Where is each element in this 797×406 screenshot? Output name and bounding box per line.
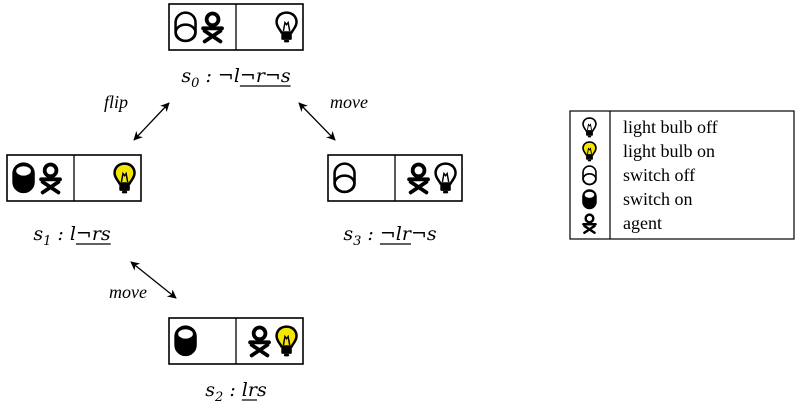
edge-arrow — [133, 102, 170, 141]
switch-on-icon — [582, 189, 597, 210]
switch-off-icon — [333, 162, 356, 194]
legend-label: switch off — [623, 165, 695, 185]
state-separator: : — [51, 223, 69, 245]
state-separator: : — [223, 379, 241, 401]
switch-on-icon — [174, 325, 197, 357]
state-name: s — [205, 379, 215, 401]
state-label-s0: s0 : ¬l¬r¬s — [181, 65, 290, 91]
legend-row: switch off — [582, 165, 695, 186]
edge-s0-s1: flip — [104, 92, 170, 141]
bulb-on-icon — [275, 325, 298, 357]
edge-label: move — [109, 282, 147, 302]
state-name: s — [343, 223, 353, 245]
label-after: s — [257, 379, 267, 401]
agent-icon — [248, 325, 271, 358]
state-index: 1 — [43, 234, 51, 249]
state-s1: s1 : l¬rs — [6, 154, 142, 249]
state-index: 0 — [191, 76, 199, 91]
legend-label: agent — [623, 213, 662, 233]
legend-row: light bulb off — [582, 117, 718, 138]
agent-icon — [201, 11, 224, 44]
bulb-off-icon — [275, 11, 298, 43]
edge-label: move — [330, 92, 368, 112]
label-underlined: lr — [242, 379, 259, 401]
label-plain: ¬l — [218, 65, 240, 87]
state-s2: s2 : lrs — [168, 317, 304, 405]
state-name: s — [181, 65, 191, 87]
state-index: 3 — [353, 234, 361, 249]
legend-label: light bulb off — [623, 117, 718, 137]
legend-label: light bulb on — [623, 141, 715, 161]
label-underlined: ¬rs — [76, 223, 111, 245]
bulb-off-icon — [434, 162, 457, 194]
state-separator: : — [361, 223, 379, 245]
bulb-on-icon — [582, 141, 597, 162]
edge-label: flip — [104, 92, 128, 112]
legend-row: agent — [582, 213, 662, 234]
state-label-s2: s2 : lrs — [205, 379, 267, 405]
legend-label: switch on — [623, 189, 693, 209]
state-s0: s0 : ¬l¬r¬s — [168, 3, 304, 91]
label-underlined: ¬lr — [380, 223, 413, 245]
state-separator: : — [199, 65, 217, 87]
state-index: 2 — [214, 390, 223, 405]
state-name: s — [33, 223, 43, 245]
label-underlined: ¬r¬s — [240, 65, 291, 87]
edge-s1-s2: move — [109, 261, 177, 302]
edge-s0-s3: move — [298, 92, 368, 141]
state-label-s3: s3 : ¬lr¬s — [343, 223, 437, 249]
label-after: ¬s — [411, 223, 437, 245]
switch-on-icon — [12, 162, 35, 194]
legend-row: switch on — [582, 189, 693, 210]
legend-box — [569, 110, 795, 240]
legend: light bulb off light bulb on switch off swi… — [569, 110, 795, 240]
agent-icon — [582, 213, 597, 234]
bulb-off-icon — [582, 117, 597, 138]
switch-off-icon — [582, 165, 597, 186]
legend-row: light bulb on — [582, 141, 715, 162]
edge-arrow — [298, 102, 336, 141]
state-s3: s3 : ¬lr¬s — [327, 154, 463, 249]
state-label-s1: s1 : l¬rs — [33, 223, 111, 249]
bulb-on-icon — [113, 162, 136, 194]
label-plain: l — [70, 223, 76, 245]
agent-icon — [407, 162, 430, 195]
edge-arrow — [130, 261, 177, 299]
switch-off-icon — [174, 11, 197, 43]
agent-icon — [39, 162, 62, 195]
